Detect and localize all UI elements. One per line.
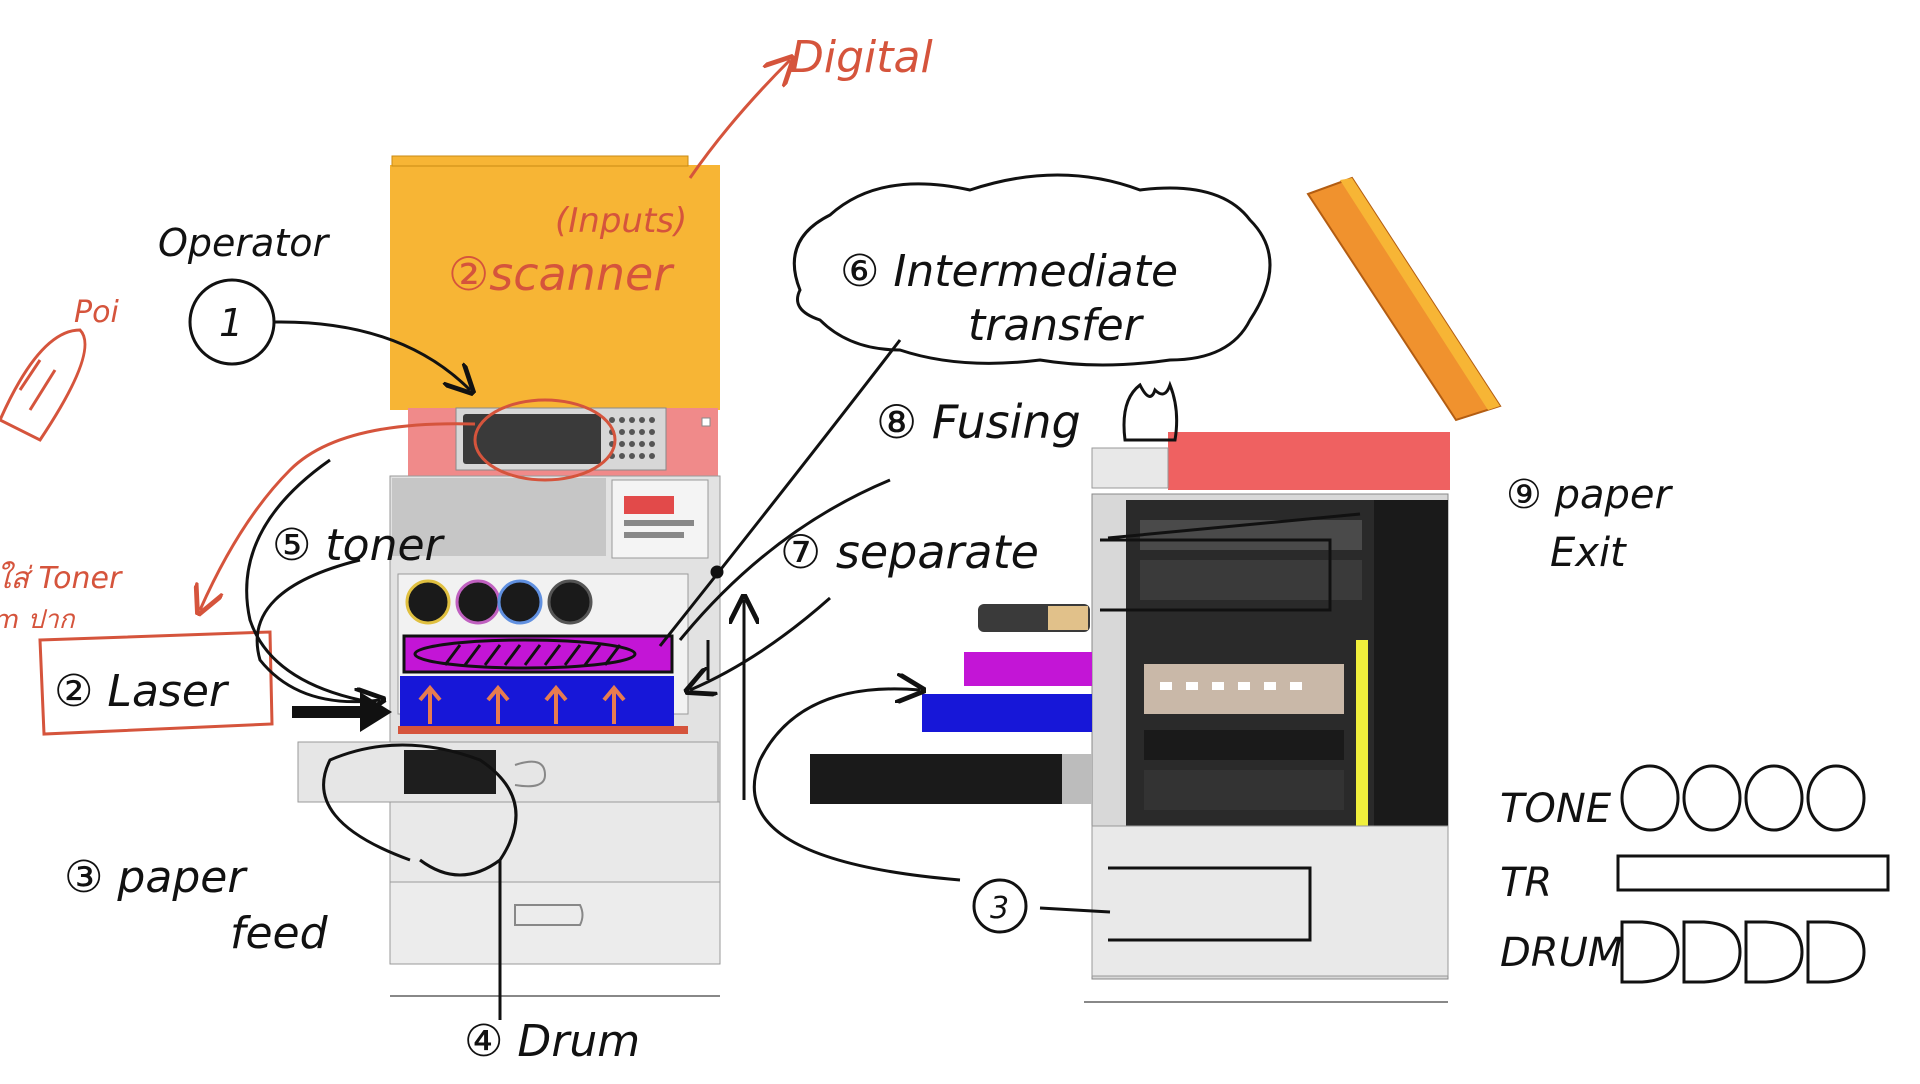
legend-tone-circle (1806, 764, 1866, 832)
step3-circle (972, 878, 1028, 934)
fuser-top-cover (1168, 432, 1450, 490)
legend-tr-rect (1616, 854, 1890, 892)
label-toner: ⑤ toner (272, 520, 446, 571)
touch-screen (463, 414, 601, 464)
right-printer (810, 176, 1502, 1003)
right-feed-arrow (752, 689, 961, 882)
lower-tray (1091, 825, 1449, 977)
legend-label-drum: DRUM (1500, 930, 1622, 976)
yellow-belt (1356, 640, 1368, 826)
legend-label-tr: TR (1500, 860, 1552, 906)
label-paper-feed-1: ③ paper (64, 852, 248, 903)
front-panel-grey (392, 478, 606, 556)
black-transfer-unit (810, 754, 1092, 804)
paper-exit-leader (1107, 512, 1361, 540)
digital-arrow (688, 60, 790, 179)
label-transfer: transfer (968, 300, 1145, 351)
fuser-bracket (1100, 538, 1332, 612)
label-paper-exit-1: ⑨ paper (1506, 472, 1673, 518)
legend-shapes (1616, 764, 1890, 984)
left-loop-arrow (245, 458, 361, 702)
laser-input-arrow (292, 692, 392, 732)
blue-unit (922, 694, 1092, 732)
legend-tone-circle (1620, 764, 1680, 832)
scribble-finger (0, 328, 87, 442)
legend-tone-circle (1682, 764, 1742, 832)
transfer-belt-hatch (413, 638, 637, 670)
toner-cartridge-1 (405, 579, 451, 625)
drum-unit (400, 676, 674, 728)
red-annotations (0, 60, 790, 736)
legend-label-tone: TONE (1500, 786, 1612, 832)
paper-feed-loop (322, 743, 518, 877)
control-panel-circle (473, 398, 617, 482)
info-sticker (611, 479, 709, 559)
legend-drum-shape (1682, 920, 1742, 984)
black-annotations (188, 173, 1361, 1020)
laser-box (38, 630, 274, 736)
label-paper-feed-2: feed (230, 908, 329, 959)
label-drum: ④ Drum (464, 1016, 640, 1067)
separate-leader-1 (678, 478, 891, 641)
paper-drawer-3 (389, 881, 721, 965)
label-laser: ② Laser (54, 666, 230, 717)
paper-drawer-2 (389, 801, 721, 883)
drum-arrows (418, 684, 626, 724)
label-step3: 3 (990, 891, 1009, 926)
label-operator: Operator (158, 221, 330, 265)
step3-bracket (1108, 866, 1312, 942)
label-intermediate: ⑥ Intermediate (840, 246, 1178, 297)
toner-cartridge-4 (547, 579, 593, 625)
toner-cartridge-3 (497, 579, 543, 625)
label-separate: ⑦ separate (780, 525, 1039, 579)
step3-leader (1039, 906, 1111, 914)
toner-loop (255, 558, 380, 702)
legend-drum-shape (1620, 920, 1680, 984)
legend-tone-circle (1744, 764, 1804, 832)
intermediate-leader (658, 339, 902, 647)
label-thai-note-2: m ปาก (0, 605, 76, 635)
label-digital: Digital (790, 32, 933, 83)
toner-cartridge-2 (455, 579, 501, 625)
scanner-lid-edge (391, 155, 689, 167)
legend-drum-shape (1744, 920, 1804, 984)
label-inputs: (Inputs) (555, 201, 687, 241)
fusing-flame (1122, 380, 1179, 442)
label-fusing: ⑧ Fusing (876, 395, 1081, 449)
label-scanner: ②scanner (448, 247, 675, 301)
bypass-tray (297, 741, 719, 803)
paper-path-line (398, 726, 688, 734)
label-step1: 1 (219, 301, 243, 345)
intermediate-transfer-belt (402, 634, 674, 674)
laser-feedback-arrow (200, 422, 476, 610)
separate-leader-2 (690, 596, 831, 690)
bypass-tray-slot (404, 750, 496, 794)
legend-drum-shape (1806, 920, 1866, 984)
left-printer (297, 155, 721, 997)
intermediate-cloud (792, 173, 1272, 367)
label-thai-note-1: ใส่ Toner (0, 561, 123, 596)
toner-cartridges (405, 579, 593, 625)
label-poi: Poi (74, 295, 119, 330)
magenta-unit (964, 652, 1092, 686)
operator-arrow (273, 320, 470, 390)
label-paper-exit-2: Exit (1550, 530, 1627, 576)
